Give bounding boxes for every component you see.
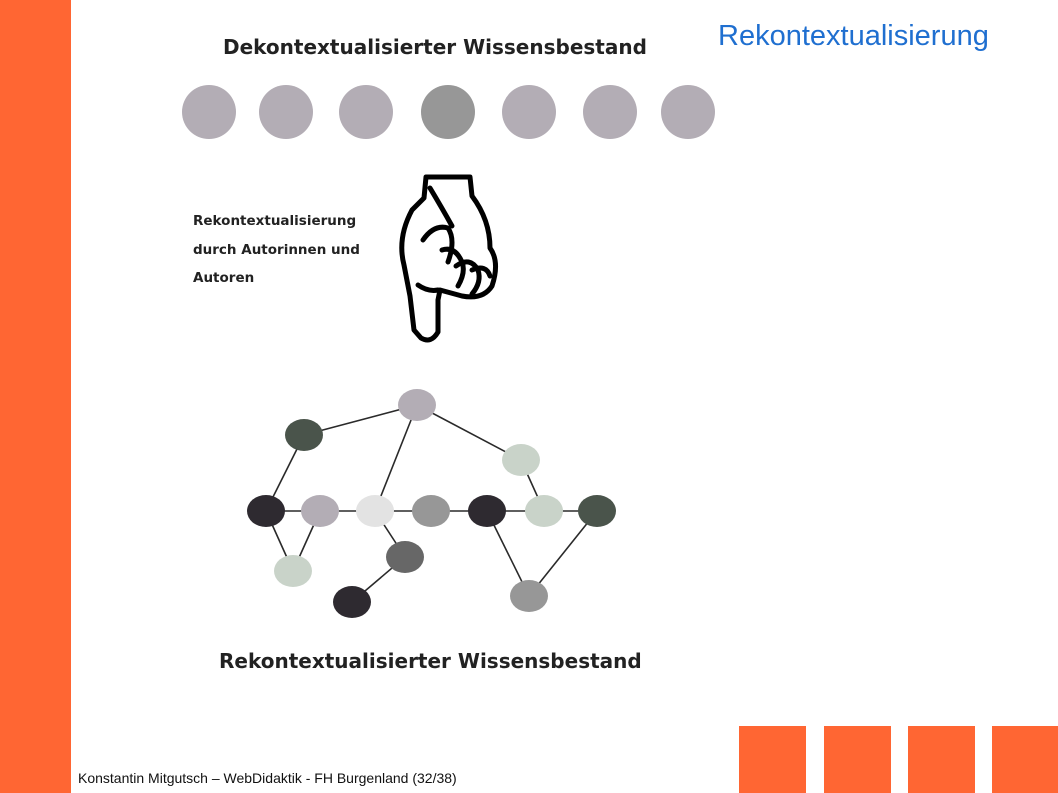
network-node [468,495,506,527]
top-heading: Dekontextualisierter Wissensbestand [223,35,647,59]
network-node [247,495,285,527]
network-node [510,580,548,612]
loose-node [259,85,313,139]
network-node [525,495,563,527]
network-node [412,495,450,527]
nav-square-2[interactable] [824,726,891,793]
left-accent-bar [0,0,71,793]
loose-node [583,85,637,139]
caption-line-3: Autoren [193,270,254,286]
loose-node [339,85,393,139]
network-node [386,541,424,573]
loose-node [421,85,475,139]
bottom-heading: Rekontextualisierter Wissensbestand [219,649,642,673]
network-node [578,495,616,527]
network-node [274,555,312,587]
nav-square-1[interactable] [739,726,806,793]
caption-line-2: durch Autorinnen und [193,242,360,258]
network-node [356,495,394,527]
decontextualized-nodes [182,85,715,139]
loose-node [502,85,556,139]
loose-node [182,85,236,139]
network-node [301,495,339,527]
network-nodes [247,389,616,618]
network-node [398,389,436,421]
network-node [285,419,323,451]
slide-title: Rekontextualisierung [718,20,989,52]
network-node [502,444,540,476]
caption-line-1: Rekontextualisierung [193,213,356,229]
nav-square-4[interactable] [992,726,1058,793]
network-node [333,586,371,618]
footer-credit: Konstantin Mitgutsch – WebDidaktik - FH … [78,770,457,786]
loose-node [661,85,715,139]
pointing-hand-down-icon [399,174,498,343]
nav-square-3[interactable] [908,726,975,793]
